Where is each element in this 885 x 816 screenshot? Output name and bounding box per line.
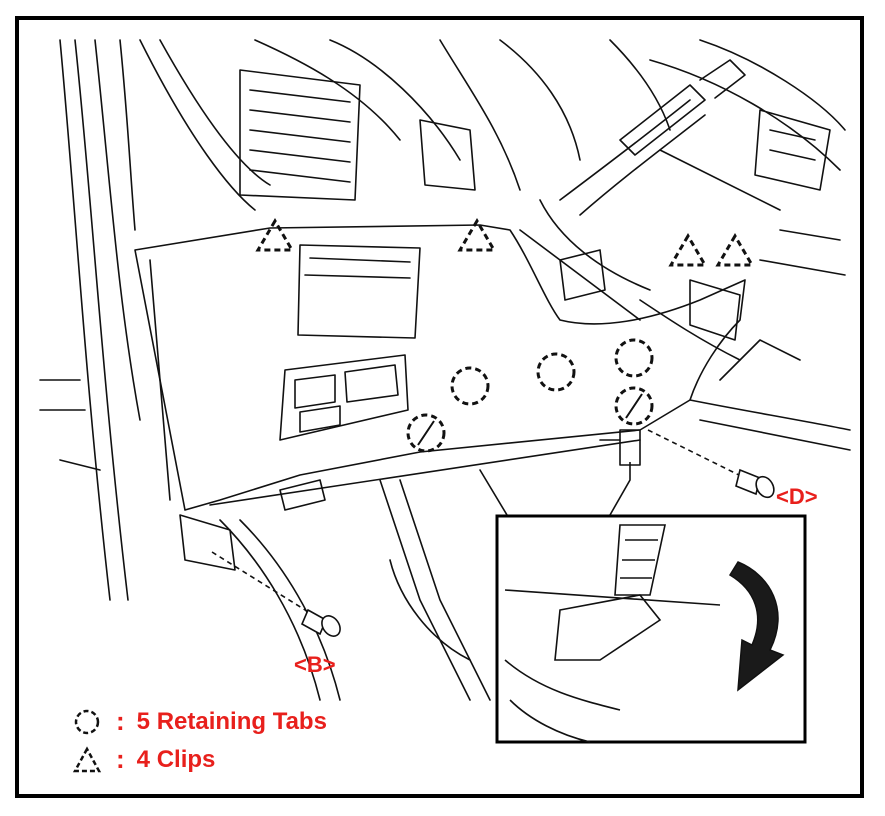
- tab-markers: [406, 338, 654, 453]
- right-side-lines: [689, 229, 851, 451]
- switch-bank: [279, 354, 409, 441]
- clip-marker: [715, 233, 755, 267]
- tab-marker: [614, 338, 654, 378]
- legend-clips-text: 4 Clips: [136, 745, 216, 773]
- dashboard-upper-lines: [139, 39, 846, 211]
- legend-row-clips: : 4 Clips: [72, 744, 215, 775]
- tab-marker: [406, 413, 446, 453]
- dashed-triangle-icon: [72, 745, 102, 772]
- detail-inset: [495, 514, 807, 744]
- legend-retaining-tabs-text: 5 Retaining Tabs: [136, 707, 327, 735]
- screw-b: [211, 551, 341, 637]
- clip-marker: [255, 218, 295, 252]
- tab-marker: [450, 366, 490, 406]
- clip-marker: [457, 218, 497, 252]
- clip-markers: [255, 218, 755, 267]
- lower-region-lines: [179, 469, 511, 701]
- legend-row-retaining-tabs: : 5 Retaining Tabs: [72, 706, 327, 737]
- dashed-circle-icon: [74, 709, 100, 734]
- left-pillar-lines: [39, 39, 141, 601]
- tab-marker: [536, 352, 576, 392]
- screw-d: [647, 429, 775, 499]
- storage-opening: [297, 244, 421, 339]
- bracket-tab: [599, 429, 641, 466]
- legend-separator: :: [116, 744, 125, 774]
- screw-d-label: <D>: [776, 484, 818, 509]
- inset-leader: [609, 462, 631, 516]
- rotation-arrow-icon: [728, 561, 785, 692]
- legend-separator: :: [116, 706, 125, 736]
- air-vent: [239, 69, 361, 201]
- screw-b-label: <B>: [294, 652, 336, 677]
- steering-column-wiring: [519, 59, 831, 361]
- tab-marker: [614, 386, 654, 426]
- clip-marker: [668, 233, 708, 267]
